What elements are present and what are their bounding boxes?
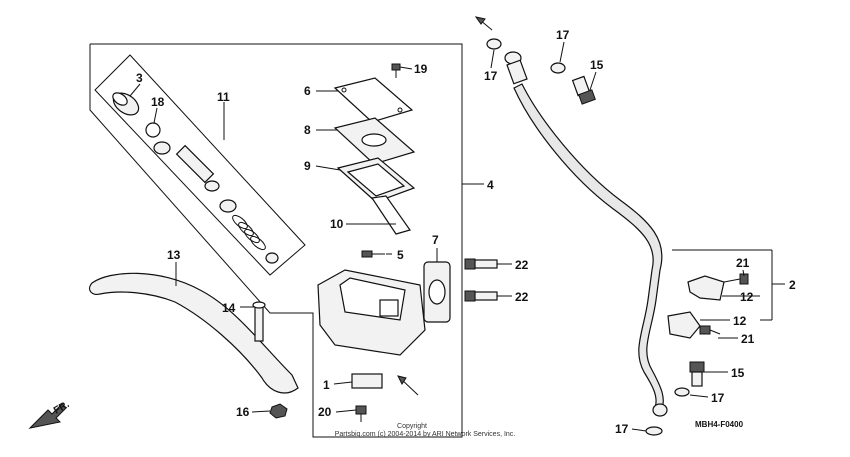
callout-12-b: 12 [733,314,747,328]
brake-lever-part [88,272,299,394]
float-plate-part [370,195,411,235]
callout-14: 14 [222,301,236,315]
callout-6: 6 [304,84,311,98]
cap-plate-part [333,117,416,165]
sealing-washer-1 [486,38,502,50]
callout-10: 10 [330,217,344,231]
callout-22-upper: 22 [515,258,529,272]
screw-part [361,250,385,258]
callout-17-a: 17 [484,69,498,83]
callout-2: 2 [789,278,796,292]
callout-15-b: 15 [731,366,745,380]
oil-bolt-upper-part [571,75,596,105]
callout-12-a: 12 [740,290,754,304]
callout-11: 11 [217,90,230,104]
holder-bolt-upper-part [464,258,498,270]
switch-screw-part [355,405,367,422]
oil-bolt-lower-part [689,361,705,387]
callout-17-b: 17 [556,28,570,42]
piston-kit-frame [94,54,306,276]
callout-8: 8 [304,123,311,137]
spring-part [232,214,279,264]
callout-1: 1 [323,378,330,392]
callout-17-d: 17 [615,422,629,436]
sealing-washer-3 [674,387,690,397]
hose-guide-upper-part [687,275,725,301]
assembly-frame [89,43,463,438]
callout-4: 4 [487,178,494,192]
callout-21-b: 21 [741,332,755,346]
diaphragm-part [336,157,416,203]
callout-20: 20 [318,405,332,419]
diagram-code: MBH4-F0400 [695,420,744,429]
piston-part [153,141,237,213]
cap-screw-part [391,63,401,78]
circlip-part [145,122,161,138]
holder-part [423,261,451,323]
lower-hose-fitting [652,403,668,417]
callout-15-a: 15 [590,58,604,72]
sealing-washer-4 [645,426,663,436]
leader-lines [129,41,785,432]
reservoir-cap-part [333,77,414,123]
master-cylinder-body [317,269,426,356]
upper-hose-fitting [504,51,528,85]
guide-bolt-lower-part [699,325,721,335]
copyright-line-1: Copyright [397,423,427,430]
callout-18: 18 [151,95,165,109]
direction-label: FR. [52,399,72,417]
front-direction-arrow [28,403,67,429]
copyright-line-2: Partsbig.com (c) 2004-2014 by ARI Networ… [335,431,516,438]
callout-16: 16 [236,405,250,419]
boot-part [112,92,140,116]
hose-guide-lower-part [667,311,701,339]
callout-7: 7 [432,233,439,247]
callout-3: 3 [136,71,143,85]
callout-5: 5 [397,248,404,262]
callout-9: 9 [304,159,311,173]
holder-bolt-lower-part [464,290,498,302]
brake-hose-part [513,83,664,413]
callout-21-a: 21 [736,256,750,270]
callout-13: 13 [167,248,181,262]
pivot-bolt-part [252,301,266,342]
pivot-nut-part [269,403,288,419]
callout-22-lower: 22 [515,290,529,304]
sealing-washer-2 [550,62,566,74]
callout-17-c: 17 [711,391,725,405]
callout-19: 19 [414,62,428,76]
brake-switch-part [351,373,383,389]
